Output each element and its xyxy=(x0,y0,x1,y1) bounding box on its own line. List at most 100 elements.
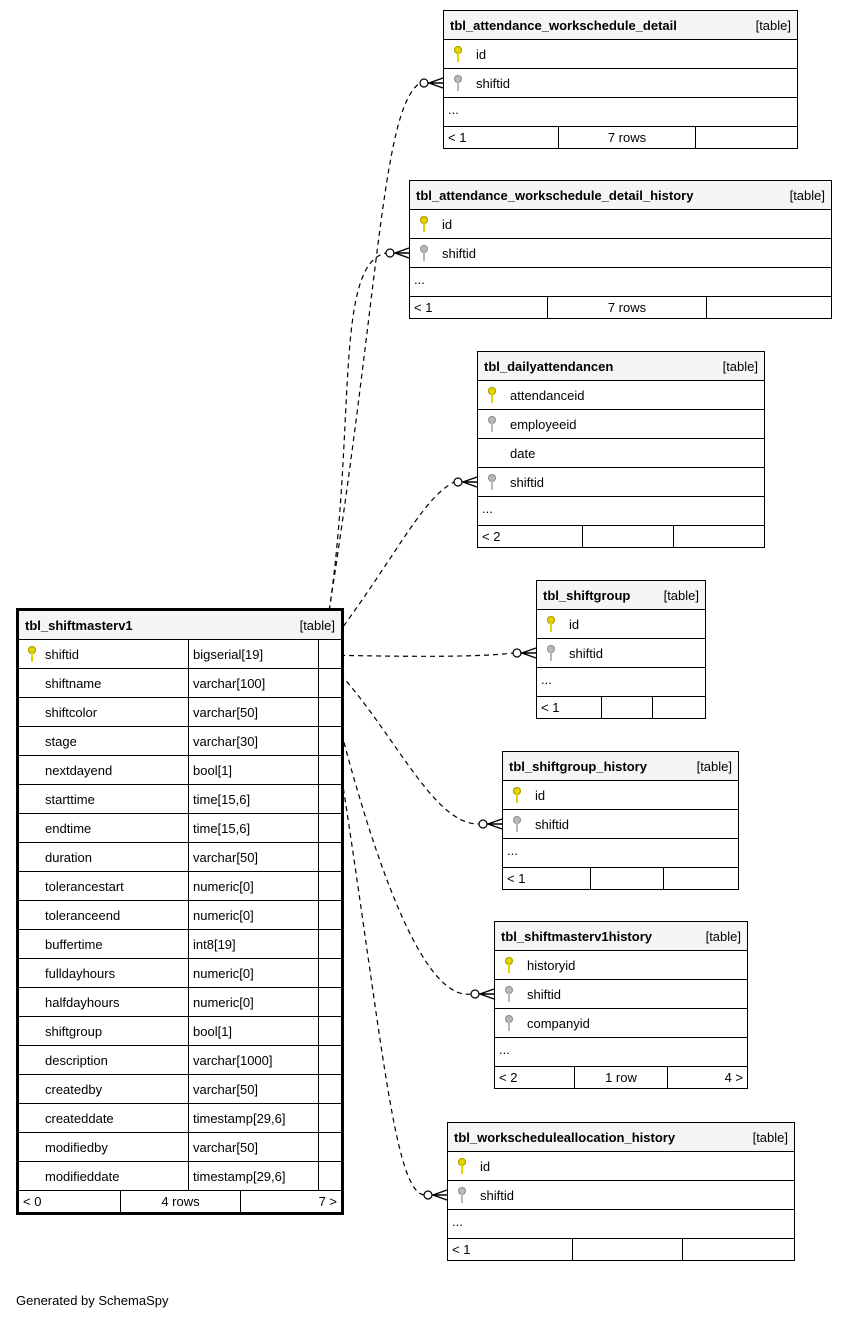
foreign-key-icon xyxy=(503,810,535,839)
footer-cell: < 2 xyxy=(495,1067,575,1088)
column-type: bool[1] xyxy=(189,755,319,785)
column-row[interactable]: shiftid xyxy=(478,468,764,497)
table-header: tbl_attendance_workschedule_detail[table… xyxy=(444,11,797,40)
primary-key-icon xyxy=(503,781,535,810)
table-kind: [table] xyxy=(299,617,335,633)
column-row[interactable]: id xyxy=(410,210,831,239)
column-name: toleranceend xyxy=(45,900,189,930)
column-name: shiftname xyxy=(45,668,189,698)
footer-cell: 1 row xyxy=(575,1067,668,1088)
column-row[interactable]: shiftid xyxy=(503,810,738,839)
table-header: tbl_workscheduleallocation_history[table… xyxy=(448,1123,794,1152)
primary-key-icon xyxy=(478,381,510,410)
relationship-line xyxy=(321,654,480,825)
column-row[interactable]: employeeid xyxy=(478,410,764,439)
zero-cardinality-marker xyxy=(478,819,488,829)
footer-cell xyxy=(696,127,797,148)
column-row[interactable]: id xyxy=(448,1152,794,1181)
column-name: createddate xyxy=(45,1103,189,1133)
column-name: id xyxy=(569,616,580,632)
footer-cell xyxy=(591,868,664,889)
foreign-key-icon xyxy=(495,980,527,1009)
primary-key-icon xyxy=(495,951,527,980)
column-row[interactable]: shiftid xyxy=(444,69,797,98)
no-key-icon xyxy=(19,1017,45,1046)
more-columns-ellipsis: ... xyxy=(503,839,738,868)
column-row[interactable]: id xyxy=(537,610,705,639)
footer-cell xyxy=(707,297,831,318)
table-footer: < 2 xyxy=(478,526,764,547)
column-row[interactable]: historyid xyxy=(495,951,747,980)
column-row[interactable]: date xyxy=(478,439,764,468)
table-name: tbl_shiftgroup xyxy=(543,587,631,603)
table-footer: < 1 xyxy=(448,1239,794,1260)
no-key-icon xyxy=(19,988,45,1017)
column-name: id xyxy=(480,1158,491,1174)
table-name: tbl_attendance_workschedule_detail_histo… xyxy=(416,187,694,203)
column-type: varchar[50] xyxy=(189,1074,319,1104)
column-type: numeric[0] xyxy=(189,871,319,901)
column-name: date xyxy=(510,445,536,461)
foreign-key-icon xyxy=(478,410,510,439)
column-row[interactable]: shiftid xyxy=(495,980,747,1009)
column-type: timestamp[29,6] xyxy=(189,1103,319,1133)
table-header: tbl_attendance_workschedule_detail_histo… xyxy=(410,181,831,210)
more-columns-ellipsis: ... xyxy=(495,1038,747,1067)
table-tbl-attendance-workschedule-detail-history[interactable]: tbl_attendance_workschedule_detail_histo… xyxy=(409,180,832,319)
zero-cardinality-marker xyxy=(470,989,480,999)
column-type: bigserial[19] xyxy=(189,639,319,669)
generated-by-note: Generated by SchemaSpy xyxy=(16,1293,169,1308)
more-columns-ellipsis: ... xyxy=(444,98,797,127)
table-tbl-shiftmasterv1history[interactable]: tbl_shiftmasterv1history[table]historyid… xyxy=(494,921,748,1089)
no-key-icon xyxy=(19,843,45,872)
column-row[interactable]: id xyxy=(444,40,797,69)
foreign-key-icon xyxy=(495,1009,527,1038)
table-tbl-workscheduleallocation-history[interactable]: tbl_workscheduleallocation_history[table… xyxy=(447,1122,795,1261)
column-row[interactable]: shiftid xyxy=(410,239,831,268)
no-key-icon xyxy=(19,756,45,785)
column-type: time[15,6] xyxy=(189,784,319,814)
table-footer: < 1 xyxy=(503,868,738,889)
table-kind: [table] xyxy=(789,187,825,203)
column-row[interactable]: companyid xyxy=(495,1009,747,1038)
footer-cell: < 0 xyxy=(19,1191,121,1212)
foreign-key-icon xyxy=(444,69,476,98)
table-kind: [table] xyxy=(705,928,741,944)
column-row[interactable]: shiftid xyxy=(448,1181,794,1210)
footer-cell: < 1 xyxy=(448,1239,573,1260)
column-row[interactable]: attendanceid xyxy=(478,381,764,410)
column-name: employeeid xyxy=(510,416,577,432)
table-name: tbl_shiftgroup_history xyxy=(509,758,647,774)
column-name: shiftid xyxy=(442,245,476,261)
column-row[interactable]: id xyxy=(503,781,738,810)
table-tbl-attendance-workschedule-detail[interactable]: tbl_attendance_workschedule_detail[table… xyxy=(443,10,798,149)
table-header: tbl_shiftmasterv1history[table] xyxy=(495,922,747,951)
column-row[interactable]: shiftid xyxy=(537,639,705,668)
more-columns-ellipsis: ... xyxy=(478,497,764,526)
no-key-icon xyxy=(19,872,45,901)
